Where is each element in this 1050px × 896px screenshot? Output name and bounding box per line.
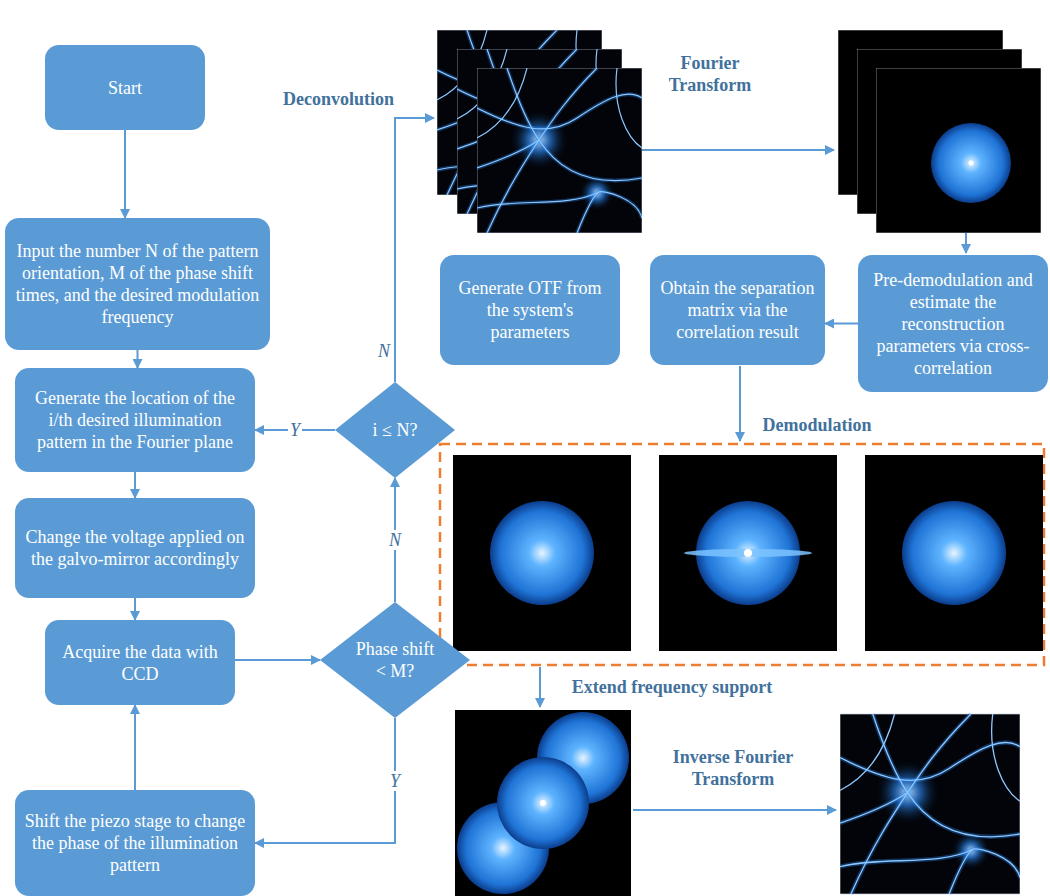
spectrum-peak xyxy=(540,800,546,806)
process-box: Obtain the separation matrix via the cor… xyxy=(650,255,825,365)
node-text: Pre-demodulation and estimate the recons… xyxy=(866,269,1040,379)
flow-arrow xyxy=(539,667,541,707)
flow-connector xyxy=(825,323,858,325)
node-text: i ≤ N? xyxy=(359,419,431,441)
node-text: Change the voltage applied on the galvo-… xyxy=(23,526,247,570)
step-label: Demodulation xyxy=(752,414,882,436)
diamond-outline xyxy=(320,602,470,718)
spectrum-disc xyxy=(497,757,589,849)
node-text: Acquire the data with CCD xyxy=(53,641,227,685)
flow-arrow xyxy=(395,118,434,382)
spectrum-disc xyxy=(490,501,594,605)
demod-image xyxy=(453,455,631,651)
dashed-group xyxy=(440,444,1044,665)
flow-arrow xyxy=(739,366,741,441)
node-text: Phase shift < M? xyxy=(350,638,440,682)
result-image xyxy=(840,714,1020,894)
decision-diamond: Phase shift < M? xyxy=(320,602,470,718)
raw-image xyxy=(477,68,642,233)
branch-label: Y xyxy=(388,771,402,791)
flow-connector xyxy=(134,705,136,790)
demod-image xyxy=(659,455,837,651)
flow-arrow xyxy=(642,149,834,151)
process-box: Acquire the data with CCD xyxy=(45,620,235,705)
process-box: Input the number N of the pattern orient… xyxy=(5,218,270,350)
step-label: Deconvolution xyxy=(283,88,393,110)
diamond-fill xyxy=(320,602,470,718)
node-text: Input the number N of the pattern orient… xyxy=(13,240,262,328)
node-text: Generate the location of the i/th desire… xyxy=(23,387,247,453)
process-box: Change the voltage applied on the galvo-… xyxy=(15,498,255,598)
step-label: Fourier Transform xyxy=(660,52,760,96)
node-text: Shift the piezo stage to change the phas… xyxy=(23,810,247,876)
branch-label: N xyxy=(364,340,390,362)
extended-spectrum xyxy=(455,710,631,896)
spectrum-disc xyxy=(902,501,1006,605)
branch-label: Y xyxy=(288,420,302,440)
branch-label: N xyxy=(387,530,403,550)
spectrum-streak xyxy=(684,549,812,557)
step-label: Inverse Fourier Transform xyxy=(648,746,818,790)
flow-arrow xyxy=(633,809,836,811)
flow-connector xyxy=(255,718,395,843)
process-box: Generate OTF from the system's parameter… xyxy=(440,255,620,365)
flow-arrow xyxy=(965,233,967,253)
diamond-fill xyxy=(335,382,455,478)
node-text: Start xyxy=(108,77,142,99)
flow-connector xyxy=(235,659,320,661)
start-terminal: Start xyxy=(45,45,205,130)
flow-connector xyxy=(134,598,136,620)
node-text: Obtain the separation matrix via the cor… xyxy=(658,277,817,343)
step-label: Extend frequency support xyxy=(552,676,792,698)
flow-connector xyxy=(124,130,126,218)
process-box: Pre-demodulation and estimate the recons… xyxy=(858,255,1048,392)
flow-connector xyxy=(134,472,136,498)
spectrum-image xyxy=(876,68,1041,233)
demod-image xyxy=(865,455,1043,651)
process-box: Generate the location of the i/th desire… xyxy=(15,368,255,472)
spectrum-peak xyxy=(744,549,752,557)
flow-connector xyxy=(137,350,139,368)
decision-diamond: i ≤ N? xyxy=(335,382,455,478)
node-text: Generate OTF from the system's parameter… xyxy=(448,277,612,343)
process-box: Shift the piezo stage to change the phas… xyxy=(15,790,255,896)
